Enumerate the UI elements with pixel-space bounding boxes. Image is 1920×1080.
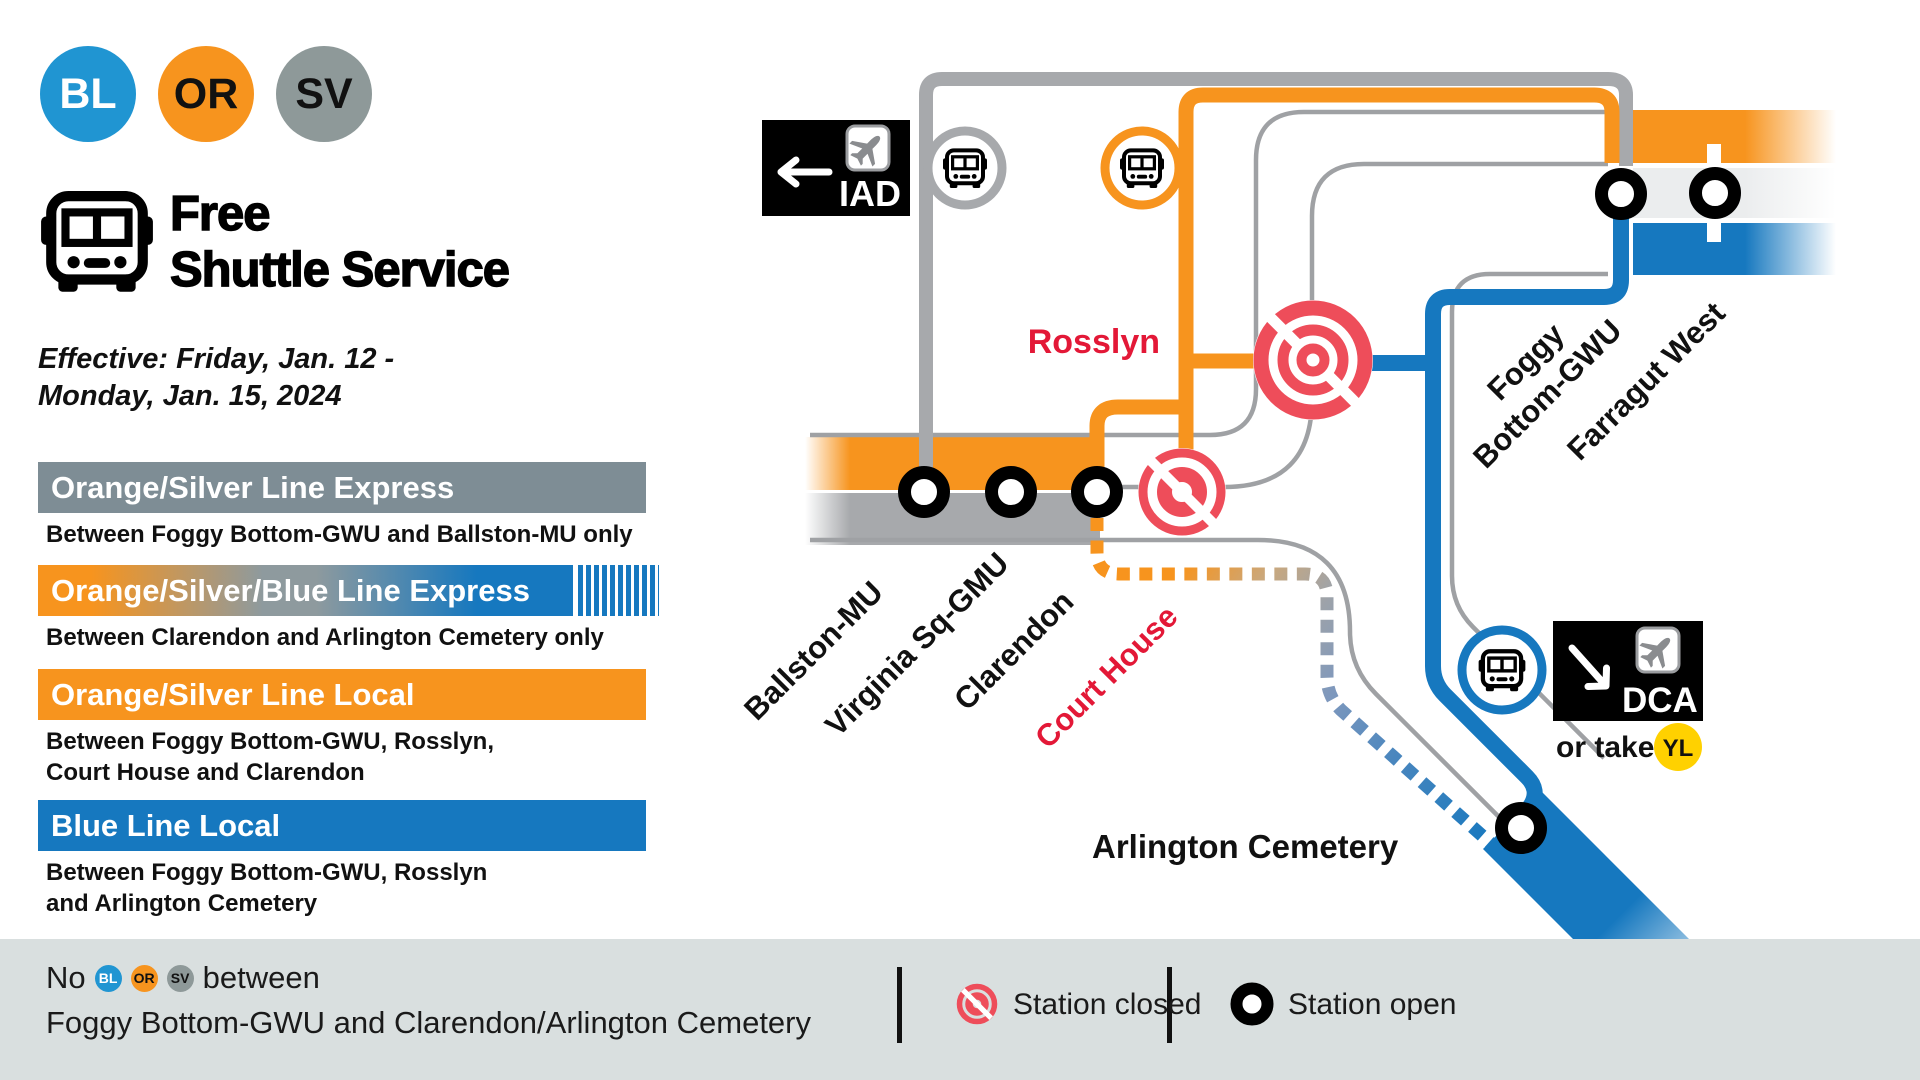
arrow-down-right-icon <box>1568 644 1610 690</box>
bus-icon <box>41 191 153 292</box>
no-service-prefix: No <box>46 960 86 995</box>
open-stations <box>898 167 1741 854</box>
service-name: Blue Line Local <box>51 807 281 843</box>
orange-line-badge-label: OR <box>173 69 239 118</box>
blue-local-route <box>1368 218 1629 822</box>
or-take-label: or take <box>1556 731 1654 764</box>
station-open-legend-label: Station open <box>1288 988 1457 1021</box>
station-open-clarendon <box>1071 466 1123 518</box>
bus-icon <box>1120 148 1164 188</box>
express-road-ballston-outer <box>810 109 1608 438</box>
service-name: Orange/Silver/Blue Line Express <box>51 572 530 608</box>
bus-icon <box>943 148 987 188</box>
page-title-line1: Free <box>169 186 271 241</box>
station-label-arlington-cemetery: Arlington Cemetery <box>1092 828 1399 865</box>
station-label-farragut-west: Farragut West <box>1560 295 1732 467</box>
express-road-arlington-outer <box>810 537 1520 838</box>
service-desc-orange-silver-express: Between Foggy Bottom-GWU and Ballston-MU… <box>46 521 633 548</box>
airplane-icon <box>1639 637 1671 669</box>
page-title-line2: Shuttle Service <box>169 242 510 297</box>
station-open-farragut-west <box>1689 167 1741 219</box>
blue-line-badge: BL <box>40 46 136 142</box>
station-label-rosslyn: Rosslyn <box>1028 323 1160 361</box>
footer-divider-1 <box>897 967 902 1043</box>
station-open-ballston <box>898 466 950 518</box>
yellow-line-badge-label: YL <box>1663 735 1694 762</box>
dashed-express-path <box>1090 518 1501 853</box>
effective-dates: Effective: Friday, Jan. 12 - Monday, Jan… <box>38 341 394 415</box>
orange-route-clarendon-branch <box>1089 399 1186 468</box>
no-service-line1: No BL OR SV between <box>46 960 320 995</box>
arrow-left-icon <box>777 156 833 188</box>
right-orange-band <box>1633 110 1836 163</box>
sv-chip: SV <box>166 964 194 992</box>
service-bar-blue-local: Blue Line Local <box>38 800 646 851</box>
blue-line-badge-label: BL <box>59 69 117 118</box>
no-service-line2: Foggy Bottom-GWU and Clarendon/Arlington… <box>46 1005 811 1040</box>
effective-line1: Effective: Friday, Jan. 12 - <box>38 343 395 375</box>
left-orange-band <box>805 437 1100 490</box>
iad-airport-sign: IAD <box>762 120 910 216</box>
station-label-virginia-sq: Virginia Sq-GMU <box>818 546 1015 743</box>
iad-code-label: IAD <box>839 173 901 214</box>
right-blue-band <box>1633 223 1836 275</box>
dca-airport-sign: DCA <box>1553 621 1703 721</box>
page-title: Free Shuttle Service <box>169 186 510 298</box>
service-bar-orange-silver-blue-express: Orange/Silver/Blue Line Express <box>38 565 659 616</box>
bus-stop-blue <box>1457 625 1547 715</box>
service-desc-orange-silver-local: Between Foggy Bottom-GWU, Rosslyn, Court… <box>46 728 495 786</box>
bus-stop-orange <box>1100 126 1184 210</box>
station-closed-court-house <box>1138 448 1226 536</box>
station-closed-legend-icon <box>956 983 998 1025</box>
dca-code-label: DCA <box>1622 681 1698 720</box>
service-bar-orange-silver-express: Orange/Silver Line Express <box>38 462 646 513</box>
shuttle-bus-stops <box>923 126 1547 715</box>
service-desc-blue-local: Between Foggy Bottom-GWU, Rosslyn and Ar… <box>46 859 488 917</box>
left-silver-band <box>805 493 1100 545</box>
orange-route-trunk <box>1178 87 1620 450</box>
station-open-arlington-cemetery <box>1495 802 1547 854</box>
station-open-legend-icon <box>1230 982 1274 1026</box>
service-name: Orange/Silver Line Express <box>51 469 455 505</box>
blue-route-trunk <box>1425 218 1629 822</box>
station-closed-rosslyn <box>1253 300 1373 420</box>
silver-line-badge: SV <box>276 46 372 142</box>
station-closed-legend-label: Station closed <box>1013 988 1202 1021</box>
bus-stop-silver <box>923 126 1007 210</box>
express-road-arlington-inner <box>1449 271 1608 760</box>
effective-line2: Monday, Jan. 15, 2024 <box>38 380 342 412</box>
orange-line-badge: OR <box>158 46 254 142</box>
silver-express-route <box>919 72 1633 468</box>
yellow-line-badge: YL <box>1654 723 1702 771</box>
service-desc-orange-silver-blue-express: Between Clarendon and Arlington Cemetery… <box>46 624 604 651</box>
airplane-icon <box>849 135 881 167</box>
service-bar-orange-silver-local: Orange/Silver Line Local <box>38 669 646 720</box>
silver-line-badge-label: SV <box>295 69 353 118</box>
no-service-suffix: between <box>202 960 320 995</box>
bus-icon <box>1478 649 1526 692</box>
blue-stripes-decoration <box>578 565 659 616</box>
footer-divider-2 <box>1167 967 1172 1043</box>
service-name: Orange/Silver Line Local <box>51 676 415 712</box>
station-open-virginia-sq <box>985 466 1037 518</box>
farragut-notch-bottom <box>1707 217 1721 242</box>
or-chip: OR <box>130 964 158 992</box>
bl-chip: BL <box>94 964 122 992</box>
farragut-notch-top <box>1707 144 1721 169</box>
station-open-foggy-bottom <box>1595 168 1647 220</box>
